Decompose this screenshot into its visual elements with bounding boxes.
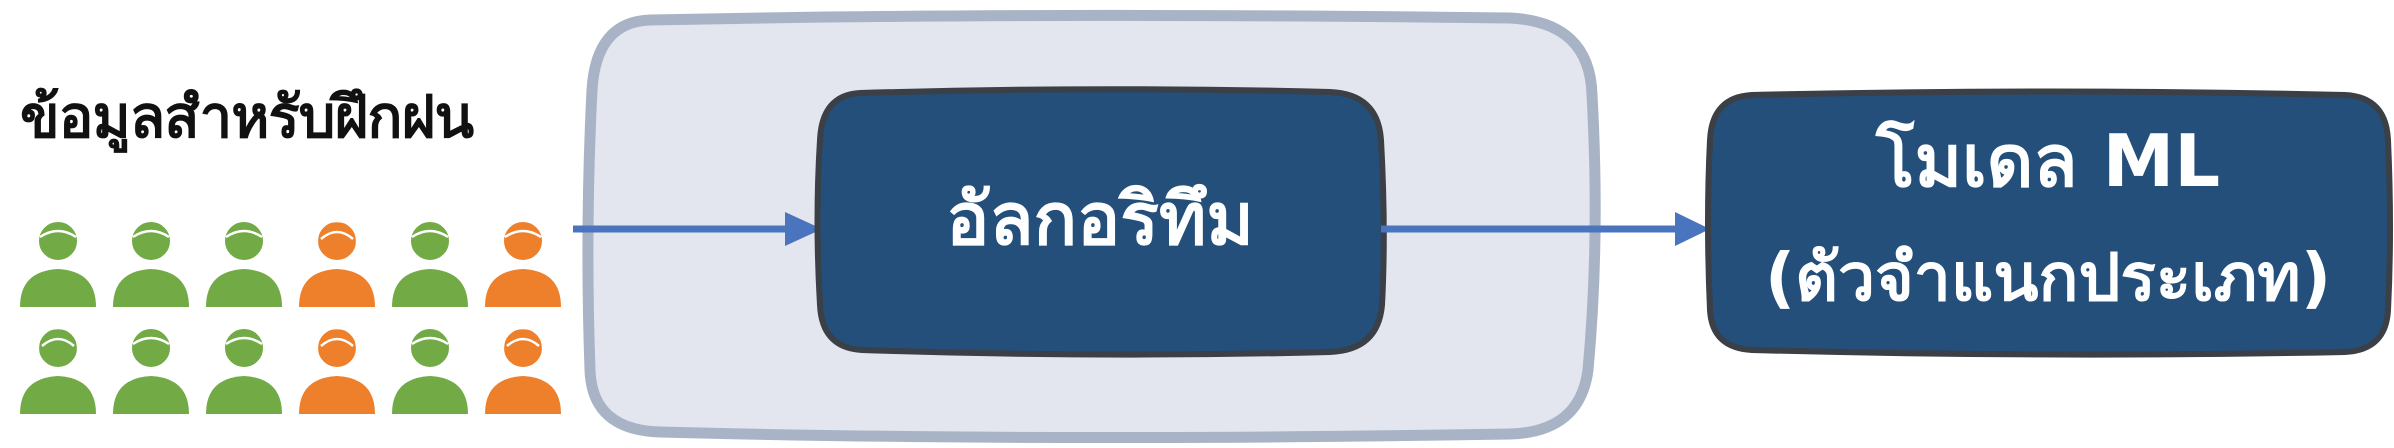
model-label-subtitle: (ตัวจำแนกประเภท) [1765, 239, 2331, 316]
person-icon [113, 220, 189, 307]
people-icons-svg [20, 219, 561, 414]
algorithm-box [814, 86, 1387, 358]
training-data-label: ข้อมูลสำหรับฝึกฝน [20, 83, 474, 151]
arrow-to-algorithm [573, 212, 822, 246]
person-icon [299, 219, 375, 307]
model-label-title: โมเดล ML [1875, 119, 2221, 203]
algorithm-label: อัลกอริทึม [946, 177, 1254, 261]
person-icon [299, 326, 375, 414]
person-icon [20, 220, 96, 307]
person-icon [113, 327, 189, 414]
person-icon [206, 327, 282, 414]
person-icon [20, 326, 96, 414]
model-box [1705, 88, 2393, 358]
person-icon [392, 327, 468, 414]
person-icon [392, 220, 468, 307]
arrow-to-model [1381, 212, 1710, 246]
person-icon [485, 220, 561, 307]
person-icon [206, 220, 282, 307]
training-people-grid [18, 215, 578, 430]
person-icon [485, 326, 561, 414]
